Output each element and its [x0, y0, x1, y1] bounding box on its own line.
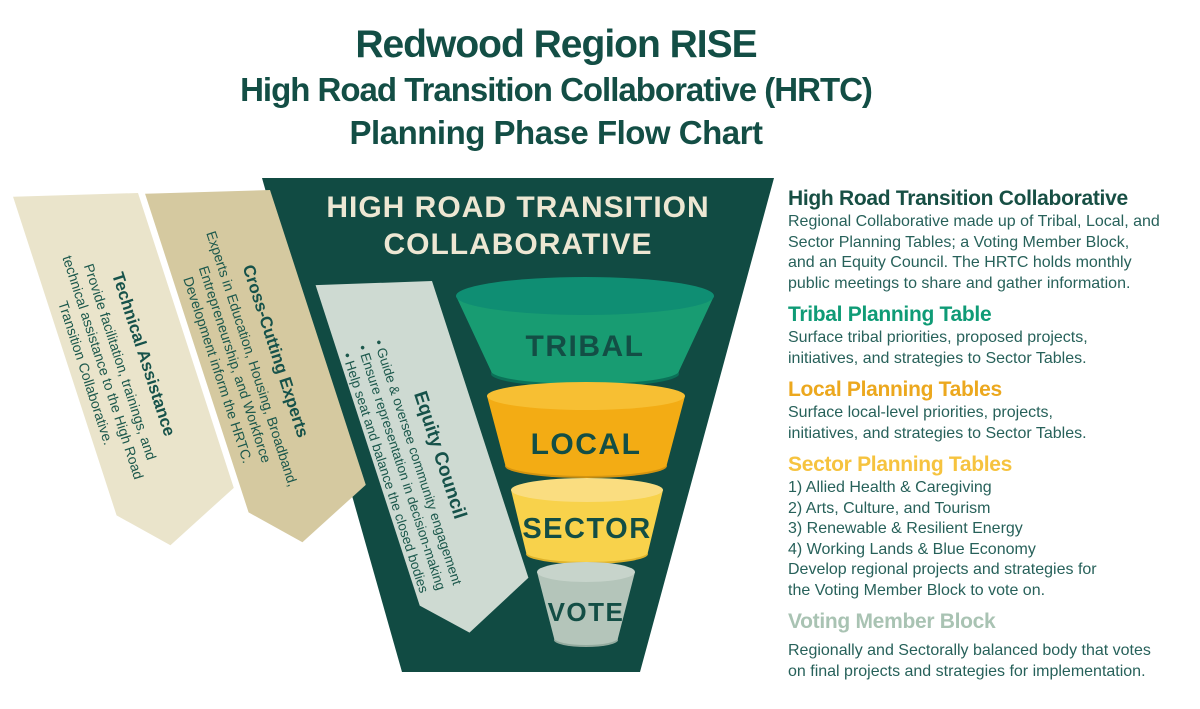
sector-top-ellipse	[511, 478, 663, 502]
vote-label: VOTE	[548, 597, 625, 627]
vote-body	[537, 572, 635, 645]
legend-section-tribal: Tribal Planning Table Surface tribal pri…	[788, 302, 1200, 369]
legend-section-voting: Voting Member Block Regionally and Secto…	[788, 609, 1200, 682]
legend-heading-voting: Voting Member Block	[788, 610, 996, 633]
funnel-level-vote: VOTE	[537, 562, 635, 647]
legend-body-hrtc: Regional Collaborative made up of Tribal…	[788, 213, 1160, 292]
tribal-body	[456, 296, 714, 384]
funnel-level-tribal: TRIBAL	[456, 277, 714, 387]
funnel-level-local: LOCAL	[487, 382, 685, 478]
sector-body	[511, 490, 663, 562]
local-label: LOCAL	[531, 428, 642, 461]
page-title-line3: Planning Phase Flow Chart	[349, 114, 763, 151]
technical-assistance-shape	[13, 193, 234, 546]
page-title-line1: Redwood Region RISE	[355, 23, 757, 66]
legend-section-sector: Sector Planning Tables 1) Allied Health …	[788, 452, 1200, 601]
cross-cutting-experts-shape	[145, 190, 366, 543]
funnel-level-sector: SECTOR	[511, 478, 663, 564]
legend-heading-tribal: Tribal Planning Table	[788, 303, 992, 326]
hrtc-banner-line2: COLLABORATIVE	[383, 228, 652, 261]
tribal-top-ellipse	[456, 277, 714, 315]
local-body	[487, 396, 685, 476]
legend-heading-sector: Sector Planning Tables	[788, 453, 1013, 476]
local-top-ellipse	[487, 382, 685, 410]
legend-body-local: Surface local-level priorities, projects…	[788, 404, 1087, 442]
page-title-line2: High Road Transition Collaborative (HRTC…	[240, 71, 873, 108]
legend-heading-hrtc: High Road Transition Collaborative	[788, 187, 1128, 210]
legend-body-tribal: Surface tribal priorities, proposed proj…	[788, 329, 1088, 367]
hrtc-banner-line1: HIGH ROAD TRANSITION	[326, 191, 709, 224]
legend-heading-local: Local Planning Tables	[788, 378, 1002, 401]
tribal-label: TRIBAL	[526, 330, 645, 363]
legend-body-sector: 1) Allied Health & Caregiving 2) Arts, C…	[788, 479, 1097, 599]
page-title: Redwood Region RISE High Road Transition…	[0, 22, 1112, 154]
legend-body-voting: Regionally and Sectorally balanced body …	[788, 642, 1151, 680]
legend-column: High Road Transition Collaborative Regio…	[788, 186, 1200, 690]
legend-section-local: Local Planning Tables Surface local-leve…	[788, 377, 1200, 444]
vote-top-ellipse	[537, 562, 635, 582]
legend-section-hrtc: High Road Transition Collaborative Regio…	[788, 186, 1200, 294]
equity-council-shape	[315, 281, 529, 633]
sector-label: SECTOR	[522, 513, 651, 545]
